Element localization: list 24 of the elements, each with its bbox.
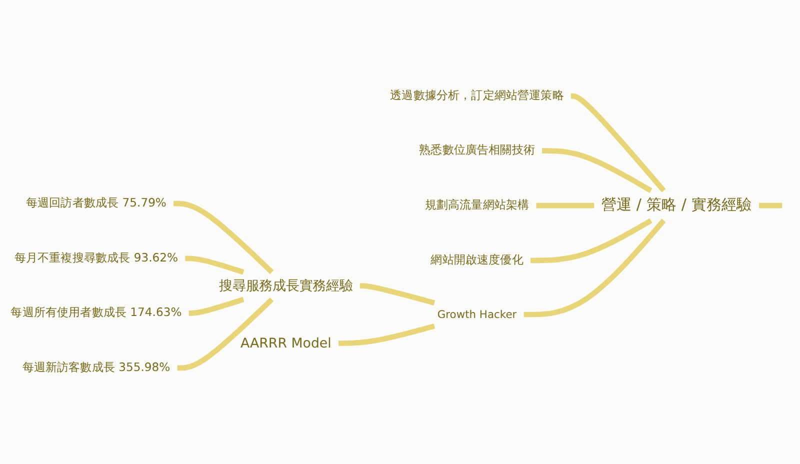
node-text: 每週新訪客數成長 355.98%: [22, 361, 170, 374]
node-text: 每月不重複搜尋數成長 93.62%: [14, 251, 178, 265]
node-text: Growth Hacker: [437, 308, 517, 321]
node-text: 透過數據分析，訂定網站營運策略: [390, 89, 564, 102]
connector: [530, 218, 652, 264]
connector: [177, 297, 274, 371]
node-text: 搜尋服務成長實務經驗: [219, 278, 353, 294]
node-text: 每週回訪者數成長 75.79%: [26, 196, 166, 210]
node-text: 每週所有使用者數成長 174.63%: [10, 306, 182, 320]
connector: [188, 296, 244, 316]
connector: [185, 256, 244, 275]
connector: [524, 218, 666, 318]
connector: [359, 283, 436, 306]
connector: [570, 93, 666, 192]
node-text: 營運 / 策略 / 實務經驗: [601, 196, 752, 214]
node-text: 規劃高流量網站架構: [424, 198, 530, 212]
node-text: 網站開啟速度優化: [430, 253, 524, 267]
node-text: 熟悉數位廣告相關技術: [419, 144, 535, 158]
connector: [536, 202, 595, 208]
connector: [174, 200, 274, 274]
node-text: AARRR Model: [240, 335, 332, 352]
connector: [758, 202, 783, 208]
connector: [542, 148, 652, 193]
connector: [338, 324, 436, 346]
